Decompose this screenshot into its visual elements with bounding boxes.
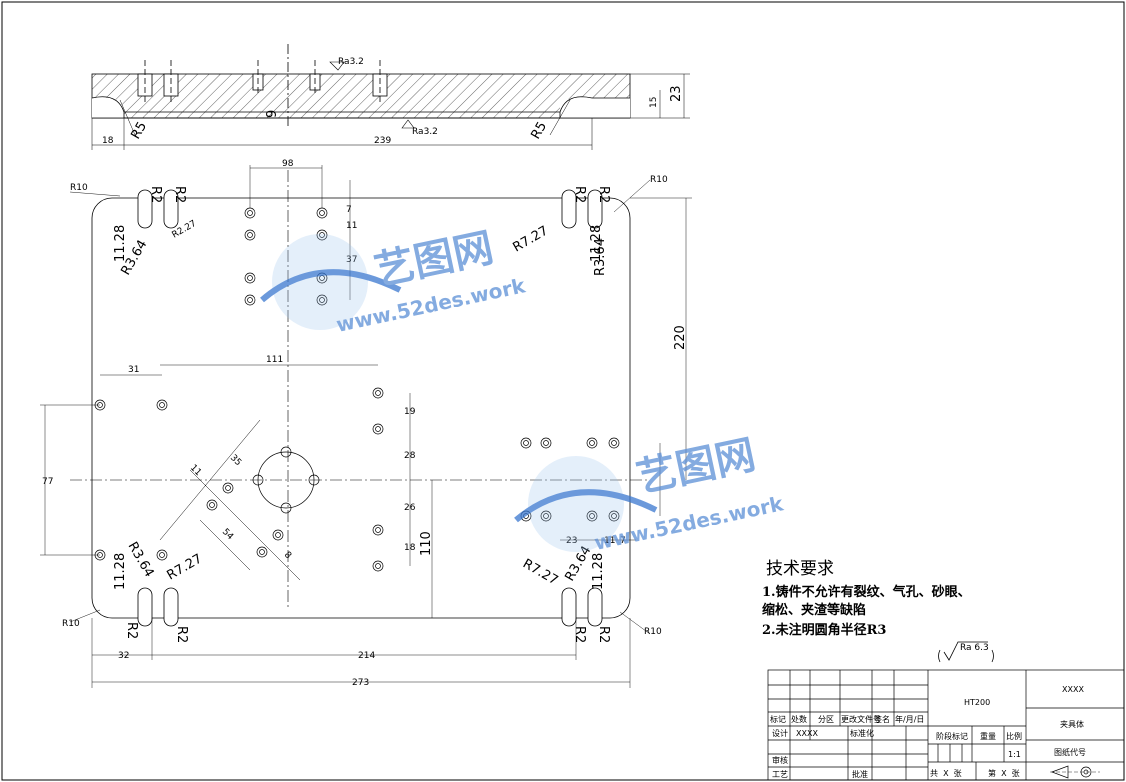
header-date: 年/月/日 — [895, 714, 924, 724]
label-r2-tr2: R2 — [596, 186, 611, 203]
label-r2-bl1: R2 — [124, 622, 139, 639]
scale-value: 1:1 — [1008, 750, 1021, 759]
dim-23: 23 — [566, 536, 577, 546]
design-label: 设计 — [772, 728, 788, 738]
title-drawing-no: 图纸代号 — [1054, 747, 1086, 757]
title-material: HT200 — [964, 698, 990, 707]
label-r2-tl2: R2 — [172, 186, 187, 203]
design-value: XXXX — [796, 729, 818, 738]
dim-19: 19 — [404, 407, 416, 417]
roughness-top-label: Ra3.2 — [338, 57, 364, 67]
total-sheets: 共 X 张 — [930, 769, 962, 778]
dim-8: 8 — [282, 550, 293, 561]
label-r2-br1: R2 — [572, 626, 587, 643]
title-block — [767, 669, 1125, 781]
header-sign: 签名 — [874, 714, 890, 724]
tech-requirements-title: 技术要求 — [766, 559, 834, 579]
label-r2-bl2: R2 — [174, 626, 189, 643]
title-part-name: 夹具体 — [1060, 719, 1084, 729]
dim-273: 273 — [352, 678, 369, 688]
dim-h23: 23 — [669, 85, 684, 102]
tech-requirement-1: 1.铸件不允许有裂纹、气孔、砂眼、 — [762, 584, 971, 600]
review-label: 审核 — [772, 755, 788, 765]
label-r10-tl: R10 — [70, 183, 88, 193]
dim-r5-left: R5 — [128, 120, 150, 142]
dim-37: 37 — [346, 255, 357, 265]
label-r2-tr1: R2 — [572, 186, 587, 203]
dim-18: 18 — [404, 543, 416, 553]
section-view — [91, 44, 690, 150]
dim-32: 32 — [118, 651, 129, 661]
watermark-brand-2: 艺图网 — [633, 432, 760, 502]
std-label: 标准化 — [850, 728, 874, 738]
dim-110: 110 — [419, 531, 434, 556]
watermark-logo-1: 艺图网 www.52des.work — [260, 225, 528, 337]
dim-18: 18 — [102, 136, 114, 146]
dim-239: 239 — [374, 136, 391, 146]
dim-r5-right: R5 — [528, 120, 550, 142]
process-label: 工艺 — [772, 770, 788, 779]
dim-214: 214 — [358, 651, 375, 661]
label-1128-tr: 11.28 — [589, 225, 604, 262]
approve-label: 批准 — [852, 769, 868, 779]
label-1128-br: 11.28 — [591, 553, 606, 590]
dim-54: 54 — [220, 527, 235, 542]
label-r10-bl: R10 — [62, 619, 80, 629]
header-mark: 标记 — [770, 714, 786, 724]
stage-label: 阶段标记 — [936, 731, 968, 741]
label-r364-tr: R3.64 — [593, 238, 608, 276]
label-r2-tl1: R2 — [148, 186, 163, 203]
dim-28: 28 — [404, 451, 416, 461]
label-r727-br: R7.27 — [520, 556, 560, 588]
title-code-top: XXXX — [1062, 685, 1084, 694]
dim-11b: 11 — [604, 536, 615, 546]
dim-7: 7 — [346, 205, 352, 215]
dim-111: 111 — [266, 355, 283, 365]
tech-requirement-3: 2.未注明圆角半径R3 — [762, 622, 886, 638]
header-change-doc: 更改文件号 — [841, 714, 881, 724]
header-zone: 分区 — [818, 715, 834, 724]
label-r2-br2: R2 — [596, 626, 611, 643]
watermark-logo-2: 艺图网 www.52des.work — [514, 432, 786, 555]
roughness-bottom-label: Ra3.2 — [412, 127, 438, 137]
label-1128-tl: 11.28 — [113, 225, 128, 262]
label-1128-bl: 11.28 — [113, 553, 128, 590]
tech-requirement-2: 缩松、夹渣等缺陷 — [762, 602, 866, 618]
label-r364-bl: R3.64 — [125, 540, 157, 580]
dim-98: 98 — [282, 159, 294, 169]
dim-11c: 11 — [188, 463, 203, 478]
dim-77: 77 — [42, 477, 53, 487]
dim-11: 11 — [346, 221, 357, 231]
dim-7b: 7 — [620, 536, 626, 546]
roughness-symbol-label: Ra 6.3 — [960, 643, 989, 653]
dim-h15: 15 — [649, 97, 659, 108]
plan-view — [40, 165, 692, 688]
dim-31: 31 — [128, 365, 139, 375]
roughness-symbol — [938, 641, 994, 663]
dim-26: 26 — [404, 503, 416, 513]
scale-label: 比例 — [1006, 731, 1022, 741]
dim-35: 35 — [228, 453, 243, 468]
label-r727-bl: R7.27 — [165, 551, 205, 583]
label-r10-tr: R10 — [650, 175, 668, 185]
dim-220: 220 — [673, 325, 688, 350]
label-r727-tr: R7.27 — [511, 223, 551, 255]
header-count: 处数 — [791, 714, 807, 724]
weight-label: 重量 — [980, 731, 996, 741]
sheet-number: 第 X 张 — [988, 768, 1020, 778]
label-r10-br: R10 — [644, 627, 662, 637]
dim-depth-9: 9 — [265, 110, 280, 118]
